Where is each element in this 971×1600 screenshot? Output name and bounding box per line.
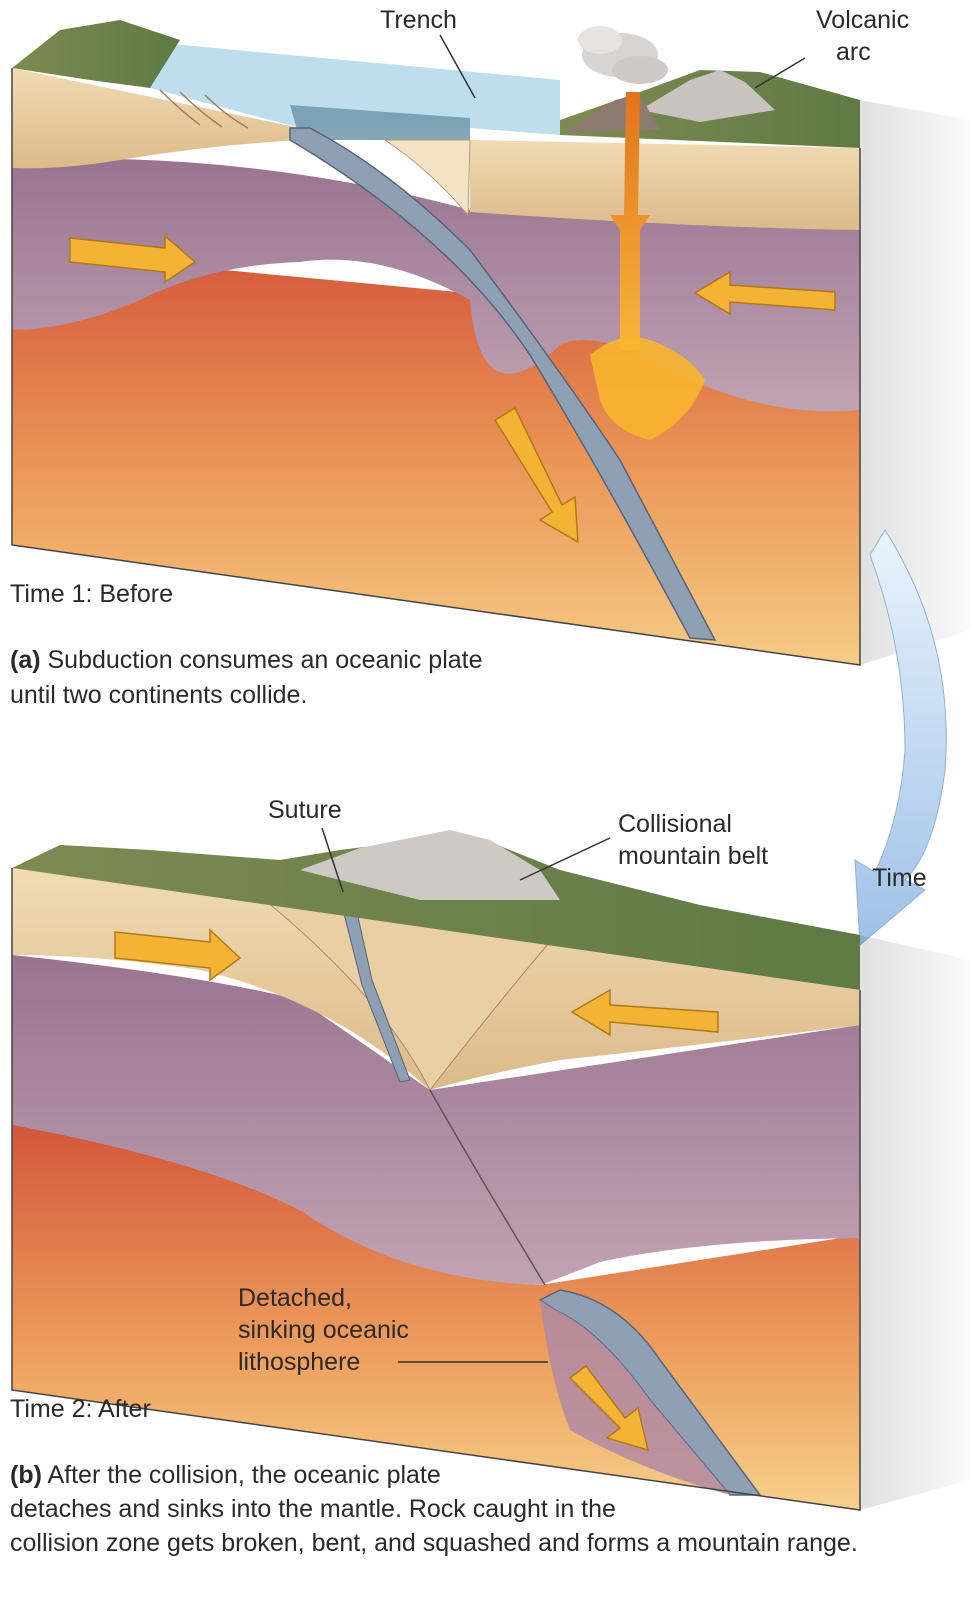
detached-label-line1: Detached, <box>238 1284 352 1312</box>
caption-b-text1: After the collision, the oceanic plate <box>41 1461 441 1489</box>
block-side-face-b <box>860 935 970 1510</box>
volcanic-arc-label-line1: Volcanic <box>816 6 910 34</box>
block-outline <box>11 68 861 666</box>
detached-label-line3: lithosphere <box>238 1348 361 1376</box>
sinking-slab-arrow <box>568 1364 650 1452</box>
caption-b-line1: (b) After the collision, the oceanic pla… <box>10 1458 441 1492</box>
detached-label-line2: sinking oceanic <box>238 1316 409 1344</box>
block-outline-b <box>11 868 861 1511</box>
time-2-label: Time 2: After <box>10 1395 151 1423</box>
time-arrow <box>854 529 947 947</box>
plate-motion-arrow-right-b <box>570 988 719 1037</box>
trench-leader <box>439 34 476 99</box>
belt-label-line1: Collisional <box>618 810 732 838</box>
volcanic-arc-mountains <box>640 70 775 122</box>
volcanic-arc-label-line2: arc <box>836 38 871 66</box>
land-surface-b <box>12 838 860 990</box>
block-side-face <box>860 100 970 665</box>
slab-motion-arrow <box>493 406 579 544</box>
trench-label: Trench <box>380 6 457 34</box>
caption-a-tag: (a) <box>10 646 41 674</box>
continental-crust-left <box>12 68 300 169</box>
plate-motion-arrow-left-b <box>114 928 242 982</box>
ocean-deep <box>290 105 470 140</box>
time-arrow-label: Time <box>872 864 927 892</box>
detached-lithosphere <box>540 1300 730 1495</box>
ocean-water <box>150 42 560 135</box>
fault-trace <box>429 1089 546 1286</box>
panel-a-block <box>11 20 970 666</box>
collisional-mountains <box>300 830 560 900</box>
caption-b-tag: (b) <box>10 1461 42 1489</box>
magma-conduit <box>610 92 650 350</box>
suture-label: Suture <box>268 796 342 824</box>
time-1-label: Time 1: Before <box>10 580 174 608</box>
land-surface-left <box>12 20 180 88</box>
caption-b-line3: collision zone gets broken, bent, and sq… <box>10 1529 858 1557</box>
accretionary-wedge <box>383 139 471 217</box>
lithosphere-layer-b <box>12 955 860 1285</box>
volcanic-arc-leader <box>754 57 806 89</box>
panel-b-block <box>11 827 970 1511</box>
plate-motion-arrow-right <box>693 270 836 316</box>
caption-a-text1: Subduction consumes an oceanic plate <box>40 646 483 674</box>
caption-b-line2: detaches and sinks into the mantle. Rock… <box>10 1495 616 1523</box>
caption-a-line1: (a) Subduction consumes an oceanic plate <box>10 643 483 677</box>
eruption-plume <box>578 26 668 84</box>
belt-leader <box>519 837 611 881</box>
continental-crust-right <box>470 140 860 230</box>
plate-motion-arrow-left <box>69 234 197 284</box>
belt-label-line2: mountain belt <box>618 842 769 870</box>
suture-leader <box>321 827 344 893</box>
subducting-slab <box>289 127 717 641</box>
margin-folds <box>159 89 249 129</box>
caption-a-line2: until two continents collide. <box>10 681 308 709</box>
magma-chamber <box>590 337 705 440</box>
